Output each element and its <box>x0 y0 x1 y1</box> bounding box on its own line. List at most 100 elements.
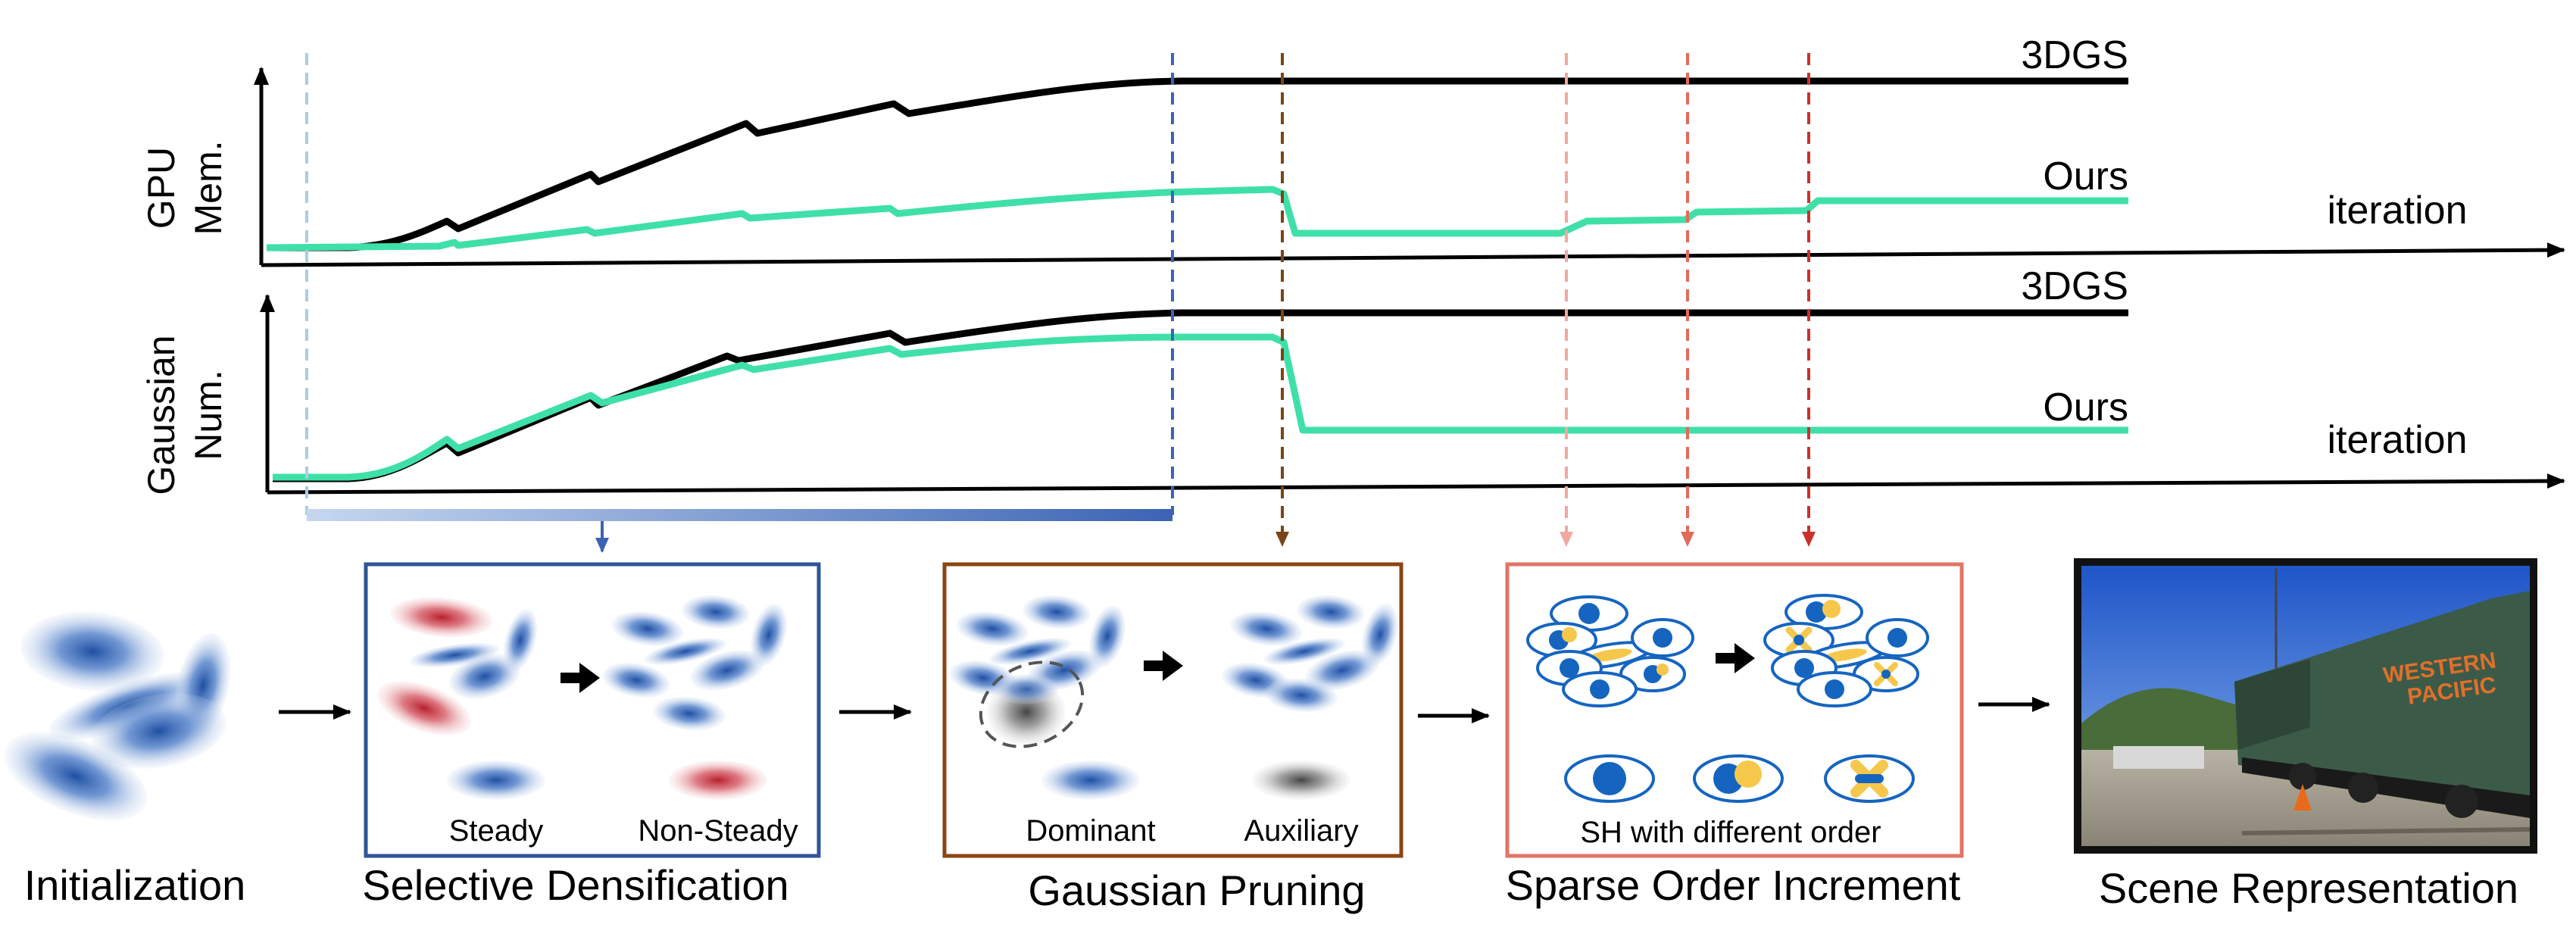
scene-building <box>2113 746 2204 769</box>
dominant-gaussian <box>1023 595 1091 629</box>
steady-gaussian <box>751 604 787 666</box>
gpu-x-axis <box>261 242 2565 267</box>
dominant-gaussian <box>1265 678 1338 713</box>
sh-order2-lobes <box>1874 662 1898 686</box>
sh-order0-dot <box>1593 762 1626 795</box>
dominant-gaussian <box>994 674 1058 704</box>
sh-cluster-after <box>1763 594 1929 707</box>
scene-traffic-cone <box>2293 784 2312 810</box>
steady-gaussian <box>690 650 764 691</box>
non-steady-gaussian <box>377 681 471 735</box>
densification-box <box>364 562 821 858</box>
scene-representation-stage: WESTERN PACIFIC Scene Representation <box>2074 558 2537 912</box>
steady-legend-gaussian <box>447 760 545 800</box>
dominant-gaussian <box>989 638 1071 665</box>
gpu-ylabel-line2: Mem. <box>187 141 229 236</box>
sh-order2-yellow-lobes <box>1850 760 1888 798</box>
steady-label: Steady <box>449 814 544 848</box>
sparse-order-box <box>1505 562 1964 858</box>
non-steady-gaussian <box>390 597 493 638</box>
sh-order0-dot <box>1794 635 1804 645</box>
steady-gaussian <box>653 696 726 731</box>
pruning-stage: Dominant Auxiliary Gaussian Pruning <box>942 562 1404 914</box>
initialization-stage: Initialization <box>4 611 246 909</box>
sh-order0-dot <box>1560 658 1579 678</box>
gpu-ylabel-line1: GPU <box>140 147 183 229</box>
num-ours-label: Ours <box>2043 386 2128 429</box>
dominant-gaussian <box>1089 605 1126 667</box>
scene-rail <box>2241 827 2531 835</box>
dominant-gaussian <box>1230 611 1303 646</box>
dominant-legend-gaussian <box>1041 760 1140 800</box>
dominant-gaussian <box>956 611 1029 646</box>
stage-markers <box>305 53 1816 553</box>
dominant-gaussian <box>1297 595 1365 629</box>
steady-gaussian <box>645 638 726 665</box>
scene-locomotive-body <box>2234 591 2530 807</box>
sh-order0-dot <box>1825 679 1844 699</box>
sh-order2-lobes <box>1785 626 1813 654</box>
scene-wheel <box>2289 763 2316 790</box>
steady-gaussian <box>503 609 538 671</box>
transform-arrow <box>1716 643 1755 673</box>
sh-order0-dot <box>1578 603 1600 624</box>
steady-gaussian <box>682 595 750 629</box>
sh-order0-dot <box>1794 658 1814 678</box>
sh-order0-dot <box>1653 628 1672 648</box>
sh-cluster-before <box>1526 595 1694 707</box>
gpu-memory-chart: GPU Mem. iteration 3DGS Ours <box>140 33 2565 267</box>
gaussian-blob <box>91 693 227 769</box>
gpu-ours-label: Ours <box>2043 155 2128 198</box>
sh-order0-dot <box>1590 679 1610 699</box>
num-ylabel-line1: Gaussian <box>140 335 183 495</box>
non-steady-label: Non-Steady <box>638 814 798 848</box>
auxiliary-label: Auxiliary <box>1244 814 1358 848</box>
transform-arrow <box>560 663 600 693</box>
steady-gaussian <box>611 611 684 646</box>
gaussian-number-chart: Gaussian Num. iteration 3DGS Ours <box>140 264 2565 495</box>
gpu-ours-curve <box>266 186 2128 251</box>
sh-order0-dot <box>1881 670 1891 679</box>
sh-order-legend <box>1564 754 1915 803</box>
sparse-order-title: Sparse Order Increment <box>1506 861 1961 909</box>
sh-yellow-fill <box>1822 648 1867 662</box>
gaussian-blob <box>20 611 164 692</box>
num-3dgs-label: 3DGS <box>2021 264 2128 308</box>
sh-order0-dot <box>1806 601 1827 623</box>
steady-gaussian <box>602 662 670 698</box>
densification-title: Selective Densification <box>362 861 788 909</box>
gpu-3dgs-label: 3DGS <box>2021 33 2128 77</box>
scene-hills <box>2081 688 2272 757</box>
num-xlabel: iteration <box>2328 418 2468 462</box>
dominant-gaussian <box>1263 638 1345 665</box>
sh-order1-lobe <box>1822 600 1841 618</box>
num-x-axis <box>267 473 2565 495</box>
initialization-label: Initialization <box>24 861 246 909</box>
densification-range-bar <box>307 509 1172 521</box>
scene-title: Scene Representation <box>2099 864 2518 912</box>
sh-order0-dot <box>1888 628 1907 648</box>
sh-order1-lobe <box>1562 627 1577 642</box>
transform-arrow <box>1144 651 1183 681</box>
sh-order1-lobe <box>1735 760 1762 788</box>
pruning-box <box>942 562 1404 858</box>
pruning-title: Gaussian Pruning <box>1028 866 1365 914</box>
steady-gaussian <box>449 654 520 699</box>
non-steady-legend-gaussian <box>669 760 767 800</box>
scene-wheel <box>2348 773 2378 803</box>
scene-locomotive-cab <box>2234 659 2310 750</box>
sh-caption: SH with different order <box>1580 816 1881 849</box>
num-ours-curve <box>273 333 2128 481</box>
gpu-xlabel: iteration <box>2328 189 2468 233</box>
dominant-gaussian <box>1362 604 1398 666</box>
scene-wheel <box>2445 785 2478 818</box>
dominant-gaussian <box>1305 650 1379 691</box>
gpu-3dgs-curve <box>267 77 2128 251</box>
sparse-order-stage: SH with different order Sparse Order Inc… <box>1505 562 1964 909</box>
num-ylabel-line2: Num. <box>187 370 229 460</box>
sh-order1-lobe <box>1656 664 1669 676</box>
gaussian-blob <box>4 732 148 821</box>
densification-stage: Steady Non-Steady Selective Densificatio… <box>362 562 821 909</box>
pruned-region-outline <box>979 660 1085 748</box>
